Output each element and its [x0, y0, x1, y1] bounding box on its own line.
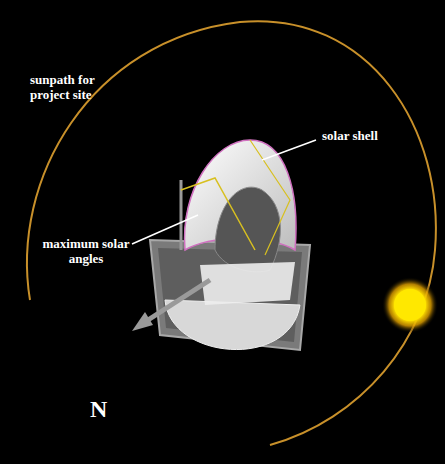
sun — [394, 289, 426, 321]
shell-plate — [200, 262, 295, 305]
sun-path — [27, 21, 436, 445]
shell-bowl — [165, 300, 300, 350]
leader-line — [262, 140, 316, 160]
north-label: N — [90, 396, 130, 422]
north-arrow-shaft — [148, 280, 210, 320]
solar-angle-line — [181, 178, 255, 250]
leader-line — [132, 215, 198, 244]
shell-label: solar shell — [322, 128, 422, 143]
angles-label: maximum solar angles — [40, 236, 132, 266]
post — [180, 180, 183, 250]
north-arrow-head — [132, 312, 153, 331]
sunpath-label: sunpath for project site — [30, 72, 120, 102]
sun-glow — [382, 277, 438, 333]
shell-opening — [215, 187, 280, 272]
